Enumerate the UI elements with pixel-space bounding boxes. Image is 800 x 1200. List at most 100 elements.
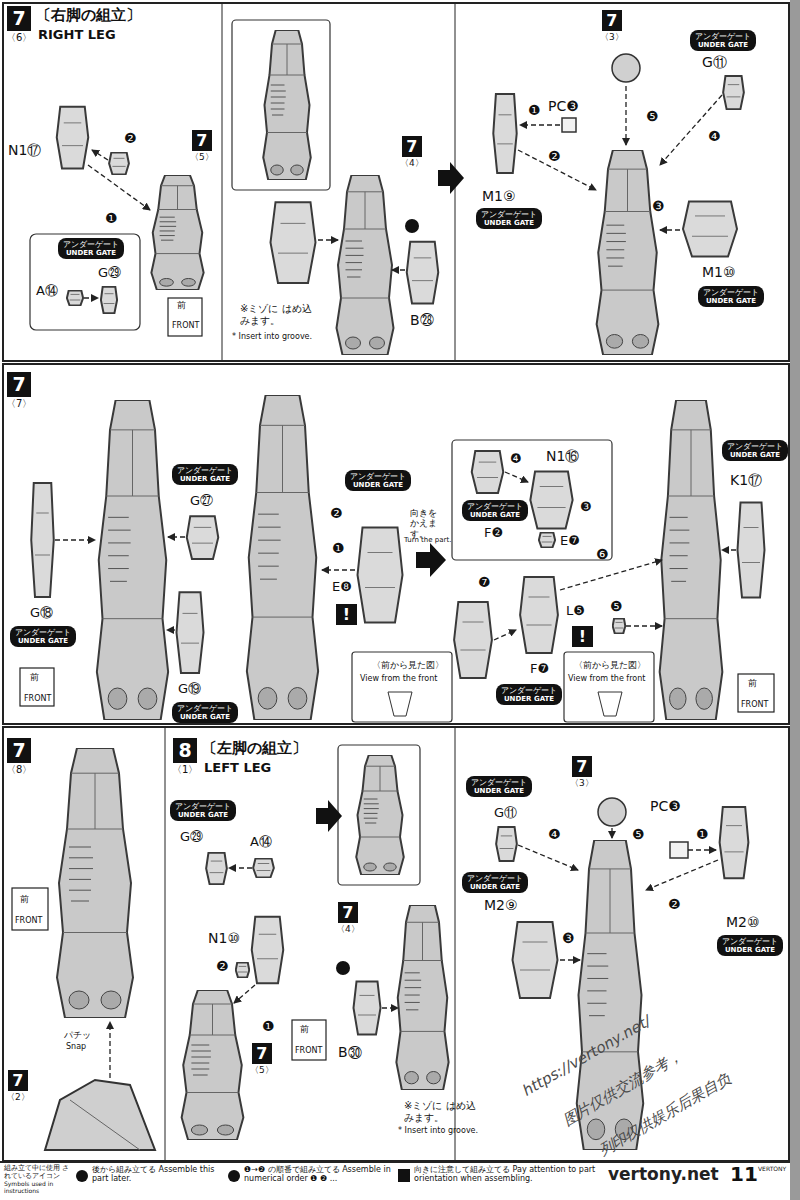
assembly-arrow (109, 1022, 110, 1078)
gate-note-en: UNDER GATE (467, 511, 523, 519)
under-gate-tag: アンダーゲートUNDER GATE (172, 464, 238, 485)
note-text: View from the front (568, 674, 645, 683)
assembly-arrow (560, 560, 662, 590)
under-gate-tag: アンダーゲートUNDER GATE (462, 500, 528, 521)
step-number: ❺ (610, 598, 623, 614)
armor-piece (472, 451, 504, 493)
legend-sample (76, 1170, 88, 1182)
step-reference: 7〈4〉 (336, 902, 360, 936)
leg-part (356, 755, 404, 875)
leg-part (337, 175, 394, 355)
step-number: 7 (602, 10, 622, 31)
gate-note-en: UNDER GATE (501, 695, 557, 703)
panel-frame (455, 727, 456, 1161)
part-label: G⑲ (178, 682, 201, 697)
gate-note-en: UNDER GATE (15, 637, 71, 645)
part-label: G㉙ (98, 266, 121, 281)
note-text: FRONT (24, 694, 51, 703)
part-label: N1⑩ (208, 930, 240, 946)
note-text: * Insert into groove. (232, 332, 312, 341)
assembly-arrow (688, 849, 716, 850)
note-text: * Insert into groove. (398, 1126, 478, 1135)
front-view-sketch (598, 692, 622, 716)
step-number: ! (336, 604, 357, 625)
armor-piece (358, 528, 403, 623)
gate-note-jp: アンダーゲート (350, 472, 406, 481)
under-gate-tag: アンダーゲートUNDER GATE (172, 702, 238, 723)
step-number: ❸ (652, 198, 665, 214)
assembly-arrow (660, 229, 680, 230)
step-number: ❶ (696, 826, 709, 842)
armor-piece (236, 962, 250, 977)
gate-note-jp: アンダーゲート (722, 937, 778, 946)
armor-piece (57, 107, 89, 169)
panel-frame (222, 3, 223, 361)
under-gate-tag: アンダーゲートUNDER GATE (690, 30, 756, 51)
armor-piece (407, 242, 439, 304)
sub-step: 〈7〉 (6, 397, 32, 411)
armor-piece (613, 618, 626, 633)
part-label: N1⑯ (546, 448, 579, 464)
front-icon (292, 1020, 326, 1060)
assembly-arrow (518, 845, 578, 870)
part-label: E❼ (560, 534, 580, 549)
step-number: ❶ (332, 540, 345, 556)
assembly-arrow (168, 536, 185, 537)
armor-piece (493, 94, 516, 173)
under-gate-tag: アンダーゲートUNDER GATE (466, 776, 532, 797)
panel-frame (3, 364, 789, 724)
sub-step: 〈8〉 (6, 763, 32, 777)
gate-note-en: UNDER GATE (175, 811, 231, 819)
gate-note-en: UNDER GATE (727, 451, 783, 459)
step-reference: 7〈5〉 (250, 1043, 274, 1077)
note-text: ※ミゾに はめ込みます。 (240, 303, 312, 326)
note-text: 〈前から見た図〉 (372, 660, 444, 670)
sub-step: 〈2〉 (6, 1091, 30, 1104)
caution-mark: ! (572, 626, 593, 647)
under-gate-tag: アンダーゲートUNDER GATE (722, 440, 788, 461)
assembly-arrow (611, 828, 612, 838)
note-text: 前 (177, 300, 186, 310)
leg-part (660, 400, 723, 720)
part-label: K1⑰ (730, 472, 762, 488)
leg-part (263, 30, 311, 180)
foot-part (45, 1080, 155, 1150)
leg-part (97, 400, 168, 720)
front-icon (12, 888, 48, 930)
step-arrow (438, 162, 464, 194)
gate-note-jp: アンダーゲート (481, 210, 537, 219)
step-badge: 8〈1〉 (172, 738, 198, 777)
step-number: 7 (8, 1070, 28, 1091)
note-text: LEFT LEG (204, 761, 271, 776)
assembly-arrow (722, 549, 736, 550)
assembly-arrow (167, 629, 175, 630)
panel-frame (0, 1161, 790, 1163)
assembly-arrow (520, 124, 560, 125)
assembly-arrow (55, 86, 736, 1078)
assembly-arrow (88, 165, 150, 210)
note-text: 〈前から見た図〉 (574, 660, 646, 670)
step-reference: 7〈4〉 (400, 136, 424, 170)
front-icon (168, 298, 202, 336)
part-label: E❽ (332, 580, 352, 595)
step-arrow (416, 543, 446, 577)
step-number: ❹ (510, 452, 522, 467)
armor-piece (720, 807, 749, 878)
gate-note-jp: アンダーゲート (703, 288, 759, 297)
armor-piece (252, 917, 284, 984)
gate-note-jp: アンダーゲート (471, 778, 527, 787)
ball-joint (598, 54, 640, 826)
step-number: ❶ (262, 1018, 275, 1034)
assembly-arrow (626, 625, 662, 626)
under-gate-tag: アンダーゲートUNDER GATE (170, 800, 236, 821)
armor-piece (67, 290, 83, 305)
part-label: G⑪ (494, 806, 517, 821)
step-arrow (316, 800, 342, 832)
under-gate-tag: アンダーゲートUNDER GATE (698, 286, 764, 307)
step-number: ❶ (105, 210, 118, 226)
gate-note-jp: アンダーゲート (467, 502, 523, 511)
assembly-arrow (382, 1007, 398, 1008)
sub-step: 〈6〉 (6, 31, 32, 45)
step-number: ❸ (580, 500, 592, 515)
